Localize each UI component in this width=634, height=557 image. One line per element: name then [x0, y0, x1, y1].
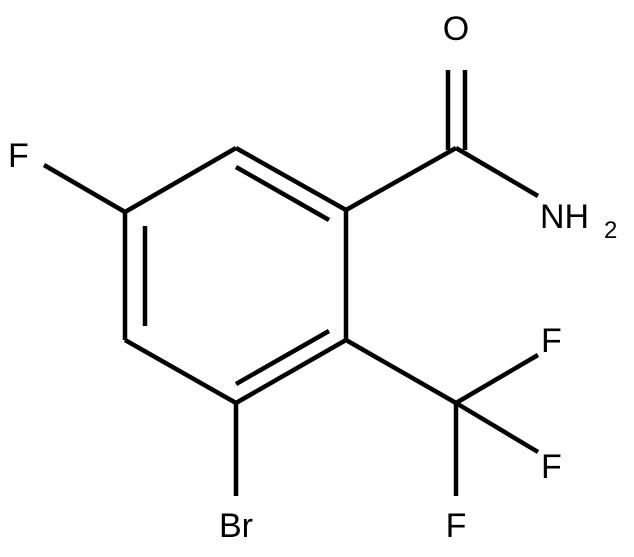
bromine-group: Br: [219, 403, 253, 545]
ring-double-bond-inner-c6-c1: [234, 165, 331, 222]
ring-bond-c5-c6: [123, 146, 238, 214]
bond-ring-cf3: [344, 338, 458, 405]
ring-bond-c2-c3: [234, 338, 348, 405]
carbonyl-oxygen-label: O: [443, 10, 469, 48]
bond-ring-carbonyl: [344, 146, 458, 212]
trifluoromethyl-group: F F F: [344, 322, 562, 545]
bromine-label: Br: [219, 507, 253, 545]
amide-group: O NH 2: [344, 10, 617, 244]
ring-fluorine-group: F: [8, 137, 127, 214]
ring-bond-c3-c4: [123, 338, 238, 405]
benzene-ring: [122, 146, 349, 405]
bond-cf3-fluorine-2: [454, 401, 540, 454]
ring-bond-c6-c1: [234, 146, 348, 212]
cf3-fluorine-3-label: F: [446, 507, 467, 545]
bond-ring-fluorine: [42, 163, 127, 214]
amide-nitrogen-label: NH: [540, 198, 589, 236]
amide-h-subscript: 2: [604, 217, 617, 244]
bond-carbonyl-nitrogen: [454, 146, 540, 198]
ring-double-bond-inner-c2-c3: [234, 329, 331, 386]
bond-cf3-fluorine-1: [454, 353, 540, 405]
cf3-fluorine-2-label: F: [541, 448, 562, 486]
ring-fluorine-label: F: [8, 137, 29, 175]
cf3-fluorine-1-label: F: [541, 322, 562, 360]
